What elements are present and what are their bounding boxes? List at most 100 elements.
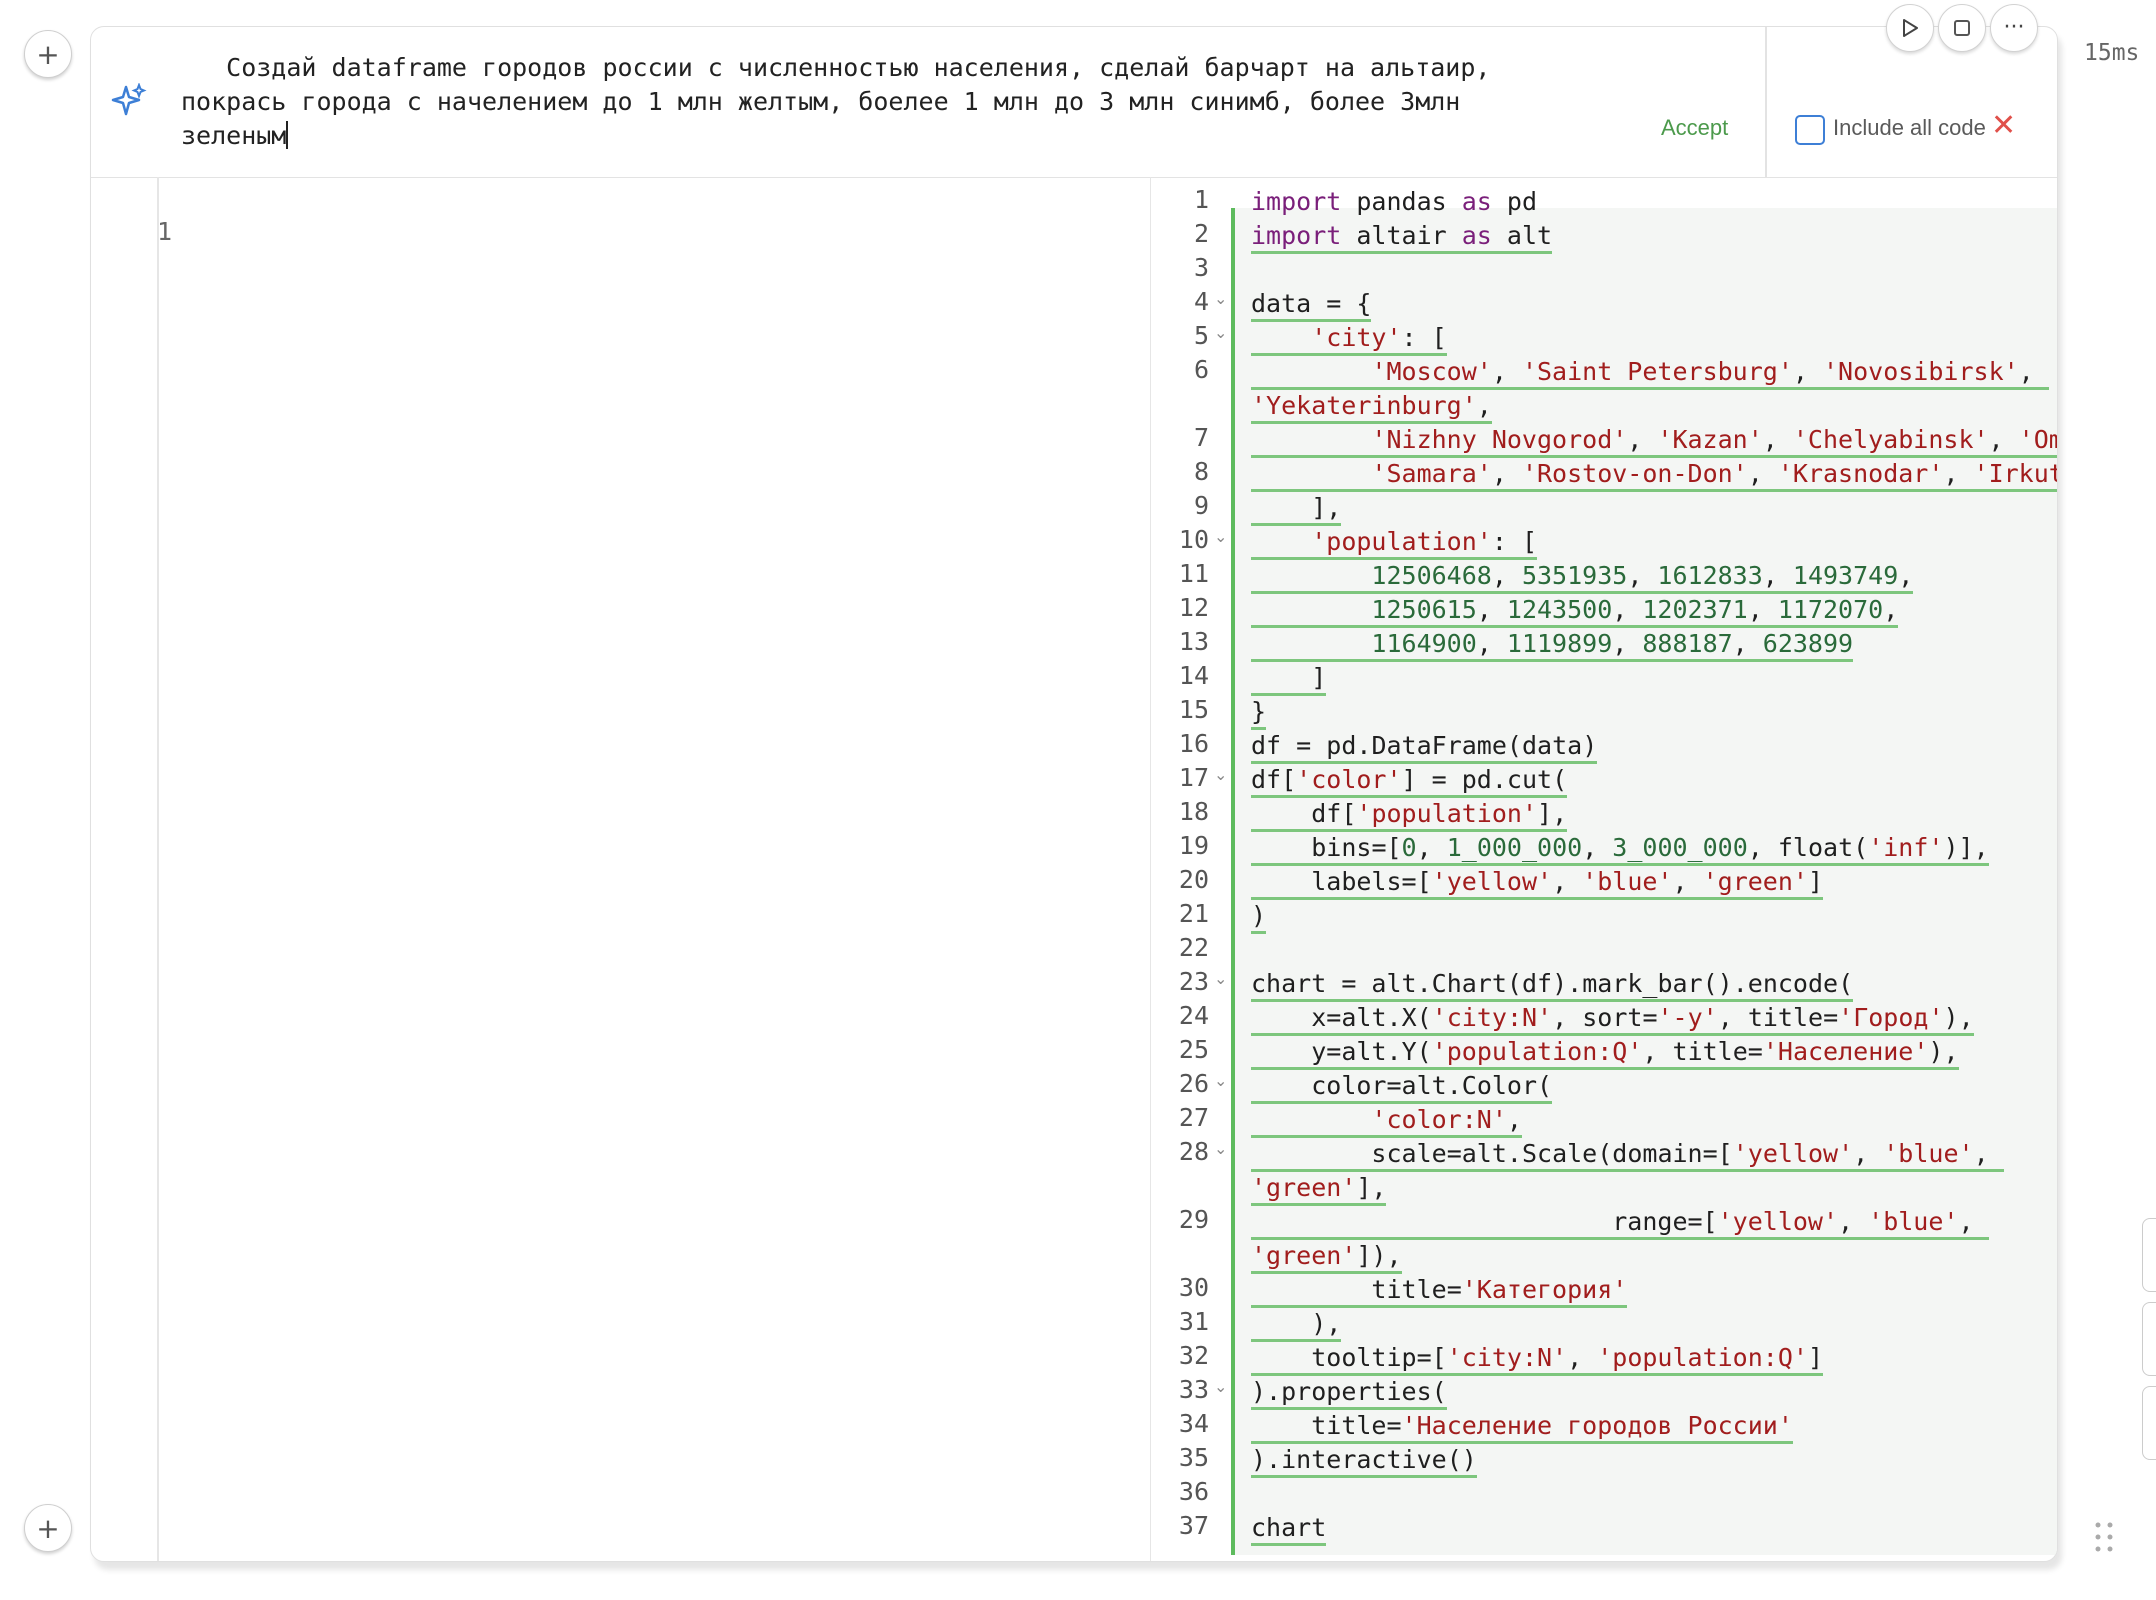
code-line[interactable]: 11 12506468, 5351935, 1612833, 1493749, [1151, 559, 2057, 594]
code-line[interactable]: 14 ] [1151, 661, 2057, 696]
code-line[interactable]: 9 ], [1151, 491, 2057, 526]
code-line[interactable]: 35).interactive() [1151, 1443, 2057, 1478]
fold-chevron-icon[interactable]: ⌄ [1214, 323, 1228, 342]
code-line[interactable]: 22 [1151, 933, 2057, 967]
code-line[interactable]: 21) [1151, 899, 2057, 934]
line-number: 23 [1178, 967, 1209, 996]
code-line[interactable]: 15} [1151, 695, 2057, 730]
line-number: 30 [1178, 1273, 1209, 1302]
line-number: 21 [1178, 899, 1209, 928]
code-line[interactable]: 28⌄ scale=alt.Scale(domain=['yellow', 'b… [1151, 1137, 2057, 1172]
include-all-code-checkbox[interactable] [1795, 115, 1825, 145]
code-line[interactable]: 27 'color:N', [1151, 1103, 2057, 1138]
code-line[interactable]: 10⌄ 'population': [ [1151, 525, 2057, 560]
code-text: ).interactive() [1251, 1443, 1477, 1478]
code-line[interactable]: 29 range=['yellow', 'blue', [1151, 1205, 2057, 1240]
code-line[interactable]: 8 'Samara', 'Rostov-on-Don', 'Krasnodar'… [1151, 457, 2057, 492]
add-cell-above-button[interactable]: + [24, 30, 72, 78]
code-text: df = pd.DataFrame(data) [1251, 729, 1598, 764]
code-line[interactable]: 34 title='Население городов России' [1151, 1409, 2057, 1444]
code-line[interactable]: 20 labels=['yellow', 'blue', 'green'] [1151, 865, 2057, 900]
code-line[interactable]: 4⌄data = { [1151, 287, 2057, 322]
code-text: 'color:N', [1251, 1103, 1522, 1138]
code-line[interactable]: 'green'], [1151, 1171, 2057, 1206]
line-number: 20 [1178, 865, 1209, 894]
code-line[interactable]: 3 [1151, 253, 2057, 287]
code-line[interactable]: 12 1250615, 1243500, 1202371, 1172070, [1151, 593, 2057, 628]
line-number: 36 [1178, 1477, 1209, 1506]
line-number: 37 [1178, 1511, 1209, 1540]
divider [1765, 27, 1767, 177]
line-number: 9 [1193, 491, 1209, 520]
code-line[interactable]: 17⌄df['color'] = pd.cut( [1151, 763, 2057, 798]
code-text: 'Moscow', 'Saint Petersburg', 'Novosibir… [1251, 355, 2049, 390]
close-icon[interactable]: ✕ [1991, 108, 2017, 143]
drag-handle-icon[interactable] [2094, 1520, 2114, 1554]
code-text: 'Samara', 'Rostov-on-Don', 'Krasnodar', … [1251, 457, 2057, 492]
code-text: chart [1251, 1511, 1327, 1546]
fold-chevron-icon[interactable]: ⌄ [1214, 289, 1228, 308]
original-code-pane[interactable]: 1 [91, 177, 1151, 1561]
ai-prompt-input[interactable]: Создай dataframe городов россии с числен… [181, 53, 1491, 150]
code-line[interactable]: 33⌄).properties( [1151, 1375, 2057, 1410]
gutter-divider [157, 177, 159, 1561]
code-line[interactable]: 31 ), [1151, 1307, 2057, 1342]
code-line[interactable]: 30 title='Категория' [1151, 1273, 2057, 1308]
code-line[interactable]: 7 'Nizhny Novgorod', 'Kazan', 'Chelyabin… [1151, 423, 2057, 458]
ai-prompt-bar: Создай dataframe городов россии с числен… [91, 27, 2057, 178]
code-text: import pandas as pd [1251, 187, 1538, 216]
code-line[interactable]: 37 chart [1151, 1511, 2057, 1546]
line-number: 5 [1193, 321, 1209, 350]
code-line[interactable]: 6 'Moscow', 'Saint Petersburg', 'Novosib… [1151, 355, 2057, 390]
line-number: 34 [1178, 1409, 1209, 1438]
side-panel-tab[interactable] [2142, 1386, 2156, 1460]
add-cell-below-button[interactable]: + [24, 1504, 72, 1552]
code-text: 'population': [ [1251, 525, 1537, 560]
code-line[interactable]: 23⌄chart = alt.Chart(df).mark_bar().enco… [1151, 967, 2057, 1002]
fold-chevron-icon[interactable]: ⌄ [1214, 1377, 1228, 1396]
plus-icon: + [36, 1511, 60, 1545]
code-line[interactable]: 13 1164900, 1119899, 888187, 623899 [1151, 627, 2057, 662]
code-line[interactable]: 26⌄ color=alt.Color( [1151, 1069, 2057, 1104]
code-text: y=alt.Y('population:Q', title='Население… [1251, 1035, 1959, 1070]
code-line[interactable]: 36 [1151, 1477, 2057, 1511]
line-number: 19 [1178, 831, 1209, 860]
code-text: ] [1251, 661, 1327, 696]
fold-chevron-icon[interactable]: ⌄ [1214, 969, 1228, 988]
line-number: 18 [1178, 797, 1209, 826]
code-text: scale=alt.Scale(domain=['yellow', 'blue'… [1251, 1137, 2004, 1172]
fold-chevron-icon[interactable]: ⌄ [1214, 1071, 1228, 1090]
code-text: 'Nizhny Novgorod', 'Kazan', 'Chelyabinsk… [1251, 423, 2057, 458]
code-text: bins=[0, 1_000_000, 3_000_000, float('in… [1251, 831, 1989, 866]
code-line[interactable]: 24 x=alt.X('city:N', sort='-y', title='Г… [1151, 1001, 2057, 1036]
fold-chevron-icon[interactable]: ⌄ [1214, 765, 1228, 784]
side-panel-tab[interactable] [2142, 1302, 2156, 1376]
code-line[interactable]: 'Yekaterinburg', [1151, 389, 2057, 424]
accept-button[interactable]: Accept [1661, 115, 1729, 140]
line-number: 22 [1178, 933, 1209, 962]
fold-chevron-icon[interactable]: ⌄ [1214, 527, 1228, 546]
text-cursor [286, 121, 289, 149]
code-line[interactable]: 'green']), [1151, 1239, 2057, 1274]
include-all-code-label[interactable]: Include all code [1833, 115, 1986, 140]
line-number: 29 [1178, 1205, 1209, 1234]
run-cell-button[interactable] [1886, 4, 1934, 52]
code-text: df['color'] = pd.cut( [1251, 763, 1568, 798]
diff-background [1231, 208, 2057, 1555]
more-options-button[interactable]: ··· [1990, 4, 2038, 52]
code-line[interactable]: 19 bins=[0, 1_000_000, 3_000_000, float(… [1151, 831, 2057, 866]
line-number: 24 [1178, 1001, 1209, 1030]
side-panel-tab[interactable] [2142, 1218, 2156, 1292]
fold-chevron-icon[interactable]: ⌄ [1214, 1139, 1228, 1158]
code-line[interactable]: 32 tooltip=['city:N', 'population:Q'] [1151, 1341, 2057, 1376]
line-number: 6 [1193, 355, 1209, 384]
code-line[interactable]: 25 y=alt.Y('population:Q', title='Населе… [1151, 1035, 2057, 1070]
stop-cell-button[interactable] [1938, 4, 1986, 52]
code-line[interactable]: 5⌄ 'city': [ [1151, 321, 2057, 356]
code-line[interactable]: 18 df['population'], [1151, 797, 2057, 832]
line-number: 25 [1178, 1035, 1209, 1064]
